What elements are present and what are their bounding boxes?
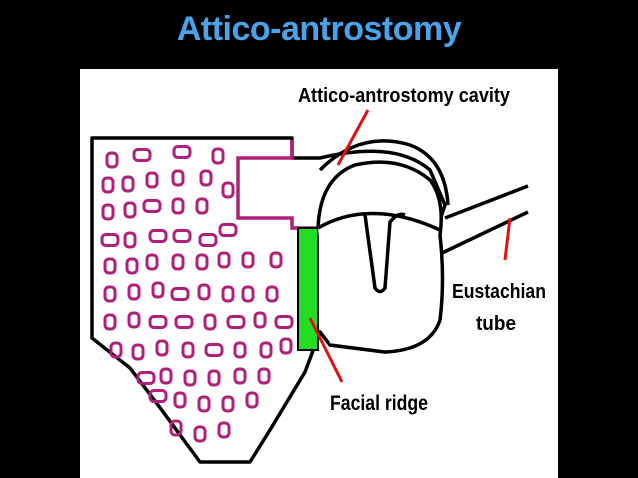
air-cell xyxy=(103,257,117,275)
air-cell xyxy=(103,313,117,331)
air-cell xyxy=(173,391,187,409)
air-cell xyxy=(221,285,235,303)
air-cell xyxy=(195,197,209,215)
air-cell xyxy=(226,315,246,329)
air-cell xyxy=(148,229,168,243)
air-cell xyxy=(259,341,273,359)
air-cell xyxy=(197,395,211,413)
air-cell xyxy=(253,311,267,329)
air-cell xyxy=(217,421,231,439)
air-cell xyxy=(171,197,185,215)
eustachian-label-line1: Eustachian xyxy=(452,281,546,303)
air-cell xyxy=(198,233,218,247)
air-cell xyxy=(121,175,135,193)
air-cell xyxy=(123,231,137,249)
air-cell xyxy=(221,395,235,413)
air-cell xyxy=(245,391,259,409)
facial-ridge-pointer-line xyxy=(308,317,344,383)
air-cell xyxy=(103,285,117,303)
air-cell xyxy=(145,171,159,189)
air-cell xyxy=(233,367,247,385)
air-cell xyxy=(203,313,217,331)
air-cell xyxy=(171,169,185,187)
air-cell xyxy=(155,339,169,357)
air-cell xyxy=(101,203,115,221)
air-cell xyxy=(181,341,195,359)
air-cell xyxy=(170,287,190,301)
air-cell xyxy=(100,233,120,247)
cavity-pointer-line xyxy=(336,109,370,166)
air-cell xyxy=(211,147,225,165)
air-cell xyxy=(207,369,221,387)
air-cell xyxy=(159,367,173,385)
air-cell xyxy=(233,341,247,359)
air-cell xyxy=(131,343,145,361)
tympanic-membrane-line xyxy=(317,211,441,232)
antrum-cavity-outline xyxy=(236,140,318,230)
facial-ridge-label: Facial ridge xyxy=(330,392,428,415)
facial-ridge xyxy=(297,227,319,351)
air-cell xyxy=(204,343,224,357)
eustachian-pointer-line xyxy=(503,217,512,261)
air-cell xyxy=(197,283,211,301)
air-cell xyxy=(127,283,141,301)
air-cell xyxy=(145,253,159,271)
mastoid-air-cells xyxy=(100,145,294,443)
air-cell xyxy=(241,251,255,269)
air-cell xyxy=(148,315,168,329)
air-cell xyxy=(169,419,183,437)
air-cell xyxy=(148,389,168,403)
air-cell xyxy=(142,199,162,213)
air-cell xyxy=(136,371,156,385)
air-cell xyxy=(217,251,231,269)
air-cell xyxy=(221,181,235,199)
air-cell xyxy=(127,311,141,329)
air-cell xyxy=(101,176,115,194)
attic-dome-outer xyxy=(318,139,450,206)
air-cell xyxy=(125,257,139,275)
air-cell xyxy=(279,337,293,355)
air-cell xyxy=(193,425,207,443)
air-cell xyxy=(105,151,119,169)
slide-title: Attico-antrostomy xyxy=(176,10,462,48)
air-cell xyxy=(172,229,192,243)
air-cell xyxy=(199,169,213,187)
eustachian-label-line2: tube xyxy=(476,313,516,335)
air-cell xyxy=(151,281,165,299)
middle-ear-cavity xyxy=(316,160,445,354)
air-cell xyxy=(172,145,192,159)
air-cell xyxy=(241,285,255,303)
air-cell xyxy=(218,223,238,237)
air-cell xyxy=(123,201,137,219)
air-cell xyxy=(195,253,209,271)
air-cell xyxy=(274,315,294,329)
air-cell xyxy=(171,253,185,271)
air-cell xyxy=(265,285,279,303)
air-cell xyxy=(109,341,123,359)
air-cell xyxy=(257,367,271,385)
eustachian-tube-lower xyxy=(441,210,529,255)
malleus-handle xyxy=(363,212,406,294)
cavity-label: Attico-antrostomy cavity xyxy=(298,85,511,107)
air-cell xyxy=(183,369,197,387)
air-cell xyxy=(132,148,152,162)
air-cell xyxy=(174,315,194,329)
eustachian-tube-upper xyxy=(444,184,529,220)
air-cell xyxy=(269,251,283,269)
